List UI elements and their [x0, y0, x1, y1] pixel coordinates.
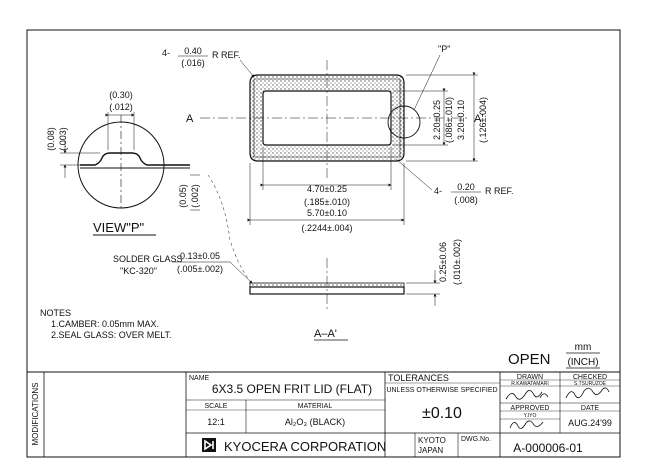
scale-value: 12:1	[207, 417, 225, 427]
date-label: DATE	[581, 405, 599, 412]
tolerance-value: ±0.10	[422, 405, 462, 422]
checked-signature	[565, 387, 610, 399]
solder-dim: 0.13±0.05	[180, 251, 220, 261]
material-label: MATERIAL	[298, 403, 333, 410]
name-label: NAME	[189, 375, 210, 382]
drawn-signature	[505, 390, 549, 400]
units-mm: mm	[575, 342, 592, 353]
checked-label: CHECKED	[573, 374, 607, 381]
approved-label: APPROVED	[511, 405, 550, 412]
note-1: 1.CAMBER: 0.05mm MAX.	[51, 319, 159, 329]
units-open: OPEN	[508, 351, 551, 368]
corner-note-in: (.008)	[454, 195, 478, 205]
part-name: 6X3.5 OPEN FRIT LID (FLAT)	[212, 382, 372, 396]
approved-name: Y.IYO	[524, 413, 537, 419]
outer-height-dim: 3.20±0.10	[456, 100, 466, 140]
section-view: SOLDER GLASS "KC-320" 0.13±0.05 (.005±.0…	[113, 239, 462, 341]
dwg-number: A-000006-01	[513, 441, 583, 455]
radius-note-mm: 0.40	[184, 46, 202, 56]
view-p-dim-top: (0.30)	[109, 90, 133, 100]
company-country: JAPAN	[418, 446, 443, 455]
frit-ring	[249, 74, 405, 162]
view-p-detail: (0.30) (.012) (0.08) (.003) VIEW"P"	[46, 90, 190, 236]
radius-note-count: 4-	[162, 48, 170, 58]
solder-glass-label: SOLDER GLASS	[113, 254, 183, 264]
tolerances-note: UNLESS OTHERWISE SPECIFIED	[386, 387, 497, 394]
kyocera-logo-icon	[202, 438, 216, 452]
tolerances-label: TOLERANCES	[388, 373, 449, 383]
label-p: "P"	[438, 44, 450, 54]
company-name: KYOCERA CORPORATION	[224, 439, 386, 454]
notes: NOTES 1.CAMBER: 0.05mm MAX. 2.SEAL GLASS…	[40, 308, 172, 340]
units-block: OPEN mm (INCH)	[508, 342, 600, 369]
radius-note-suffix: R REF.	[212, 50, 241, 60]
sheet-border	[26, 29, 621, 458]
corner-note-mm: 0.20	[457, 182, 475, 192]
outer-height-dim-in: (.126±.004)	[478, 97, 488, 143]
title-block: MODIFICATIONS NAME 6X3.5 OPEN FRIT LID (…	[27, 371, 620, 457]
section-thickness-dim-in: (.010±.002)	[452, 239, 462, 285]
detail-profile	[80, 152, 190, 166]
date-value: AUG.24'99	[568, 418, 612, 428]
inner-height-dim: 2.20±0.25	[432, 100, 442, 140]
radius-note-in: (.016)	[181, 58, 205, 68]
units-inch: (INCH)	[567, 357, 598, 368]
outer-width-dim: 5.70±0.10	[307, 208, 347, 218]
view-p-dim-left-in: (.003)	[58, 127, 68, 151]
company-city: KYOTO	[418, 436, 446, 445]
outer-width-dim-in: (.2244±.004)	[302, 223, 353, 233]
inner-height-dim-in: (.086±.010)	[444, 97, 454, 143]
inner-width-dim: 4.70±0.25	[307, 184, 347, 194]
material-value: Al₂O₃ (BLACK)	[285, 417, 345, 427]
section-label: A–A'	[314, 328, 337, 340]
section-thickness-dim: 0.25±0.06	[438, 242, 448, 282]
drawn-label: DRAWN	[517, 374, 543, 381]
notes-heading: NOTES	[40, 308, 71, 318]
solder-dim-in: (.005±.002)	[177, 264, 223, 274]
label-a-prime: A'	[474, 113, 483, 125]
label-a: A	[186, 113, 194, 125]
view-p-dim-top-in: (.012)	[109, 102, 133, 112]
checked-name: S.TSURUZOE	[574, 381, 607, 387]
inner-width-dim-in: (.185±.010)	[304, 197, 350, 207]
corner-note-count: 4-	[434, 186, 442, 196]
solder-glass-type: "KC-320"	[120, 266, 157, 276]
dwg-label: DWG.No.	[461, 436, 491, 443]
top-view: A A' "P" 4- 0.40 (.016) R REF. 4.70±0.25…	[162, 44, 514, 279]
approved-signature	[509, 420, 544, 429]
view-p-dim-left: (0.08)	[46, 127, 56, 151]
note-2: 2.SEAL GLASS: OVER MELT.	[51, 330, 172, 340]
scale-label: SCALE	[205, 403, 228, 410]
glass-thickness-dim: (0.05)	[178, 184, 188, 208]
drawn-name: R.KAWATAMARI	[511, 381, 549, 387]
glass-thickness-dim-in: (.002)	[190, 184, 200, 208]
corner-note-suffix: R REF.	[485, 186, 514, 196]
modifications-label: MODIFICATIONS	[31, 383, 40, 446]
detail-p-marker	[387, 105, 421, 139]
view-p-label: VIEW"P"	[93, 220, 145, 235]
